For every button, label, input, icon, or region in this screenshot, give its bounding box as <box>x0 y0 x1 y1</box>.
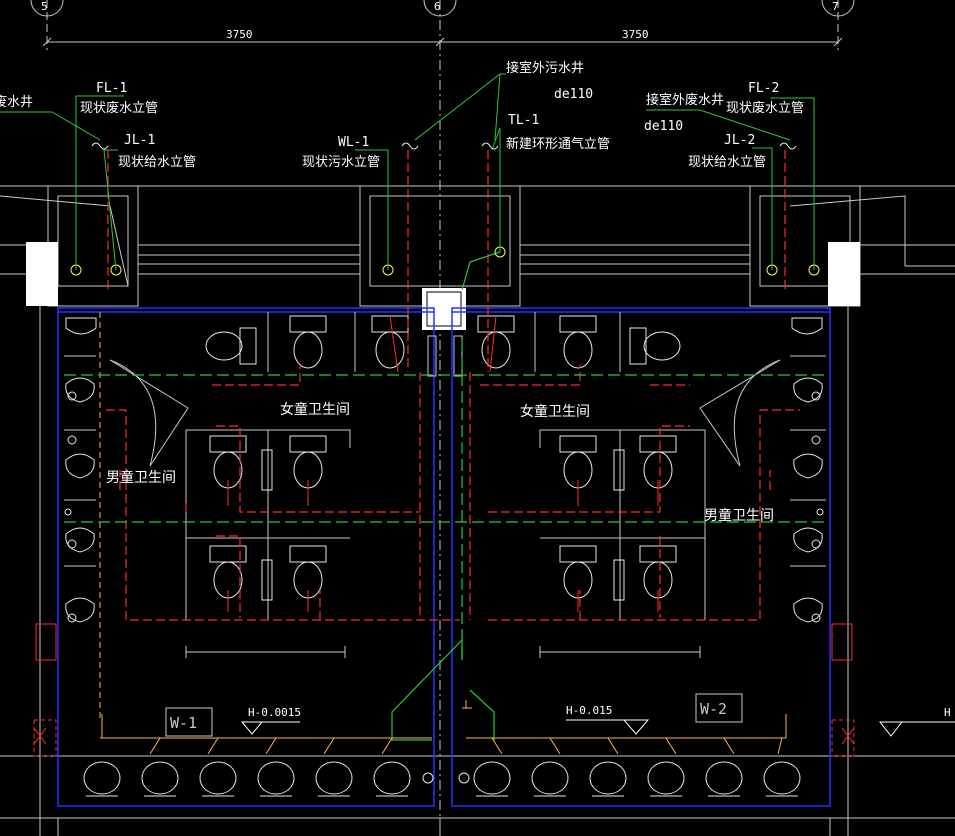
riser-tilde-marks <box>91 142 797 150</box>
note-fl1: FL-1 <box>96 81 127 96</box>
dimension-left: 3750 <box>226 28 253 41</box>
leader-lines <box>0 73 815 271</box>
tag-w1: W-1 <box>170 714 197 732</box>
dimension-line <box>42 37 843 47</box>
axis-label-7: 7 <box>832 0 839 13</box>
dimension-right: 3750 <box>622 28 649 41</box>
note-wl1: WL-1 <box>338 135 369 150</box>
note-tl1-desc: 新建环形通气立管 <box>506 136 610 152</box>
room-boys-left: 男童卫生间 <box>106 469 176 486</box>
note-right-well: 接室外废水井 <box>646 92 724 108</box>
tag-w2: W-2 <box>700 700 727 718</box>
washbasins <box>83 761 801 797</box>
note-left-well: 废水井 <box>0 94 33 110</box>
note-fl2-desc: 现状废水立管 <box>726 100 804 116</box>
door-swings <box>109 359 781 467</box>
structural-columns <box>26 242 860 330</box>
level-symbols <box>240 719 955 737</box>
axis-label-5: 5 <box>41 0 48 13</box>
axis-bubble-6 <box>423 0 457 17</box>
note-mid-de: de110 <box>554 87 593 102</box>
floor-gutter <box>100 700 787 755</box>
drain-pipes <box>106 150 800 621</box>
partitions <box>64 312 826 720</box>
level-left: H-0.0015 <box>248 706 301 719</box>
room-boundaries <box>57 307 831 807</box>
w-tag-boxes <box>165 693 743 737</box>
room-girls-right: 女童卫生间 <box>520 403 590 420</box>
note-jl1: JL-1 <box>124 133 155 148</box>
edge-markers <box>33 623 855 757</box>
note-wl1-desc: 现状污水立管 <box>302 155 380 170</box>
level-right: H-0.015 <box>566 704 612 717</box>
note-jl2: JL-2 <box>724 133 755 148</box>
room-boys-right: 男童卫生间 <box>704 507 774 524</box>
riser-points <box>70 246 820 276</box>
note-jl1-desc: 现状给水立管 <box>118 155 196 170</box>
note-right-de: de110 <box>644 119 683 134</box>
grid-axes <box>30 0 855 836</box>
note-mid-well: 接室外污水井 <box>506 60 584 76</box>
drain-risers <box>227 315 659 612</box>
building-walls <box>0 185 955 836</box>
toilets <box>205 315 681 601</box>
note-fl1-desc: 现状废水立管 <box>80 100 158 116</box>
level-edge: H <box>944 706 951 719</box>
supply-risers <box>391 251 501 741</box>
note-jl2-desc: 现状给水立管 <box>688 155 766 170</box>
room-girls-left: 女童卫生间 <box>280 401 350 418</box>
supply-pipes <box>64 340 826 660</box>
note-tl1: TL-1 <box>508 113 539 128</box>
wall-fixtures <box>64 317 824 623</box>
axis-label-6: 6 <box>434 0 441 13</box>
axis-bubble-5 <box>30 0 64 17</box>
axis-bubble-7 <box>821 0 855 17</box>
note-fl2: FL-2 <box>748 81 779 96</box>
